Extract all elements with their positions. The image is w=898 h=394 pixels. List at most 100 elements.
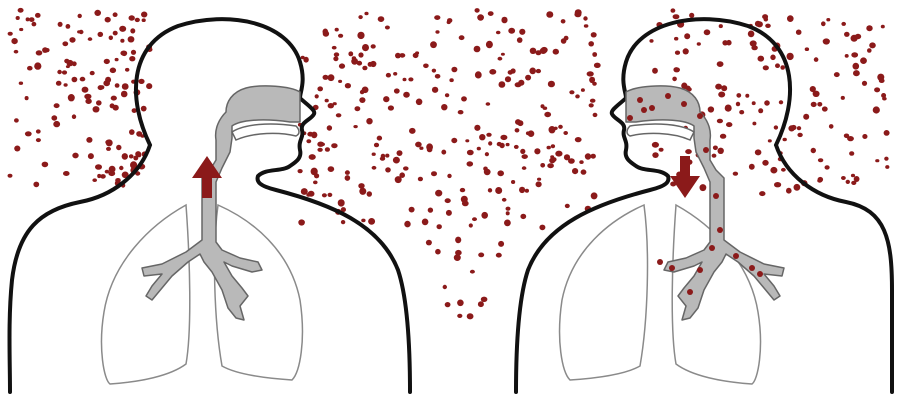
droplet [130, 28, 135, 33]
droplet [141, 12, 147, 18]
droplet [77, 30, 81, 33]
right-person-mouth-inner [627, 124, 694, 140]
droplet [120, 51, 127, 56]
droplet [834, 72, 840, 77]
droplet [306, 139, 311, 143]
droplet [14, 146, 20, 152]
droplet [445, 93, 449, 97]
droplet [58, 22, 63, 27]
droplet [540, 48, 547, 54]
droplet [460, 188, 465, 192]
droplet [422, 219, 429, 226]
droplet [62, 41, 68, 46]
droplet [652, 152, 658, 158]
droplet [338, 34, 343, 38]
droplet [395, 176, 402, 183]
droplet [823, 38, 830, 44]
left-person-airway [142, 86, 300, 320]
droplet [351, 58, 358, 65]
droplet [853, 63, 860, 70]
droplet [525, 75, 531, 81]
droplet [568, 158, 575, 164]
droplet [506, 207, 511, 211]
droplet [129, 15, 135, 20]
droplet [86, 137, 92, 143]
droplet [483, 167, 488, 172]
droplet [759, 191, 765, 196]
droplet [673, 67, 680, 72]
droplet [496, 253, 502, 258]
droplet [109, 36, 113, 41]
droplet [486, 102, 491, 106]
droplet [459, 35, 465, 40]
droplet [572, 168, 578, 174]
droplet [14, 118, 19, 122]
droplet [558, 125, 563, 129]
droplet [88, 153, 94, 159]
droplet [498, 57, 503, 61]
droplet [27, 66, 33, 71]
droplet [66, 24, 71, 29]
droplet [563, 131, 568, 135]
droplet [884, 157, 888, 161]
droplet [517, 37, 523, 43]
right-person-arrow [670, 156, 700, 198]
droplet [510, 68, 515, 73]
droplet [474, 125, 480, 131]
droplet [652, 68, 658, 74]
droplet [787, 15, 794, 22]
droplet [722, 40, 728, 45]
droplet [129, 154, 134, 158]
droplet [469, 223, 473, 227]
droplet [485, 152, 489, 156]
droplet [854, 176, 860, 182]
droplet [457, 314, 462, 318]
droplet [841, 176, 846, 180]
droplet [345, 175, 351, 181]
droplet [19, 28, 23, 31]
droplet [393, 157, 400, 164]
droplet [404, 221, 410, 228]
droplet [94, 10, 101, 16]
droplet [8, 32, 13, 36]
droplet [508, 28, 515, 34]
inhaled-droplet [733, 253, 739, 259]
droplet [98, 32, 104, 37]
droplet [479, 134, 485, 140]
droplet [547, 163, 554, 168]
droplet [591, 154, 596, 159]
droplet [397, 150, 403, 156]
droplet [594, 63, 601, 68]
droplet [811, 102, 817, 107]
droplet [817, 179, 822, 183]
droplet [395, 53, 401, 59]
droplet [121, 91, 128, 98]
droplet [873, 106, 880, 113]
droplet [454, 254, 461, 261]
droplet [752, 122, 756, 126]
droplet [522, 154, 528, 159]
droplet [122, 83, 129, 90]
droplet [338, 199, 345, 206]
droplet [585, 153, 591, 159]
droplet [774, 125, 778, 129]
droplet [588, 41, 594, 46]
droplet [445, 198, 451, 203]
inhaled-droplet [665, 93, 671, 99]
droplet [72, 77, 78, 83]
droplet [115, 58, 119, 61]
droplet [435, 30, 439, 33]
droplet [122, 153, 128, 160]
droplet [445, 302, 451, 307]
droplet [758, 56, 765, 62]
droplet [125, 68, 129, 72]
droplet [515, 119, 521, 125]
droplet [475, 71, 482, 78]
droplet [472, 217, 477, 221]
droplet [467, 161, 474, 166]
droplet [504, 220, 511, 227]
droplet [797, 126, 801, 130]
droplet [546, 11, 553, 18]
